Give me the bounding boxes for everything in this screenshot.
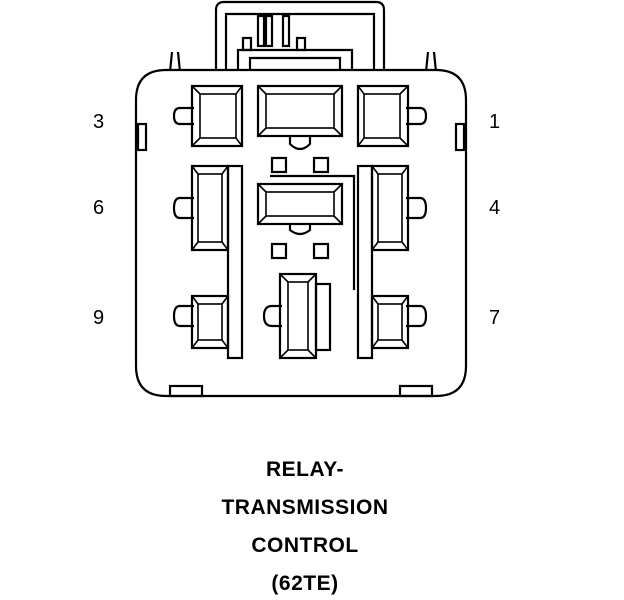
key-slot-left xyxy=(270,156,288,174)
side-key-right xyxy=(454,122,466,152)
caption-line-3: CONTROL xyxy=(251,534,359,557)
pin-label-1: 1 xyxy=(489,111,500,133)
pin-label-7: 7 xyxy=(489,307,500,329)
pin-label-9: 9 xyxy=(93,307,104,329)
caption-line-2: TRANSMISSION xyxy=(221,496,389,519)
terminal-cavity-center xyxy=(256,174,356,290)
guide-posts xyxy=(168,51,438,73)
terminal-cavity-7 xyxy=(370,294,428,350)
key-slot-lower-left xyxy=(270,242,288,260)
terminal-cavity-1 xyxy=(356,84,428,148)
terminal-cavity-9 xyxy=(172,294,230,350)
pin-label-4: 4 xyxy=(489,197,500,219)
terminal-cavity-6 xyxy=(172,164,230,252)
terminal-cavity-4 xyxy=(370,164,428,252)
key-slot-lower-right xyxy=(312,242,330,260)
caption-line-4: (62TE) xyxy=(271,572,339,595)
pin-label-3: 3 xyxy=(93,111,104,133)
divider-bar-right xyxy=(356,164,374,360)
terminal-cavity-top-center xyxy=(256,84,344,151)
side-key-left xyxy=(136,122,148,152)
terminal-cavity-3 xyxy=(172,84,244,148)
pin-label-6: 6 xyxy=(93,197,104,219)
terminal-cavity-bottom-center xyxy=(262,272,332,360)
key-slot-right xyxy=(312,156,330,174)
connector-latch xyxy=(214,0,386,72)
divider-bar-left xyxy=(226,164,244,360)
bottom-tab-left xyxy=(168,384,204,398)
caption-line-1: RELAY- xyxy=(265,458,345,481)
relay-connector-diagram: 3 1 6 4 9 7 xyxy=(93,0,500,398)
bottom-tab-right xyxy=(398,384,434,398)
